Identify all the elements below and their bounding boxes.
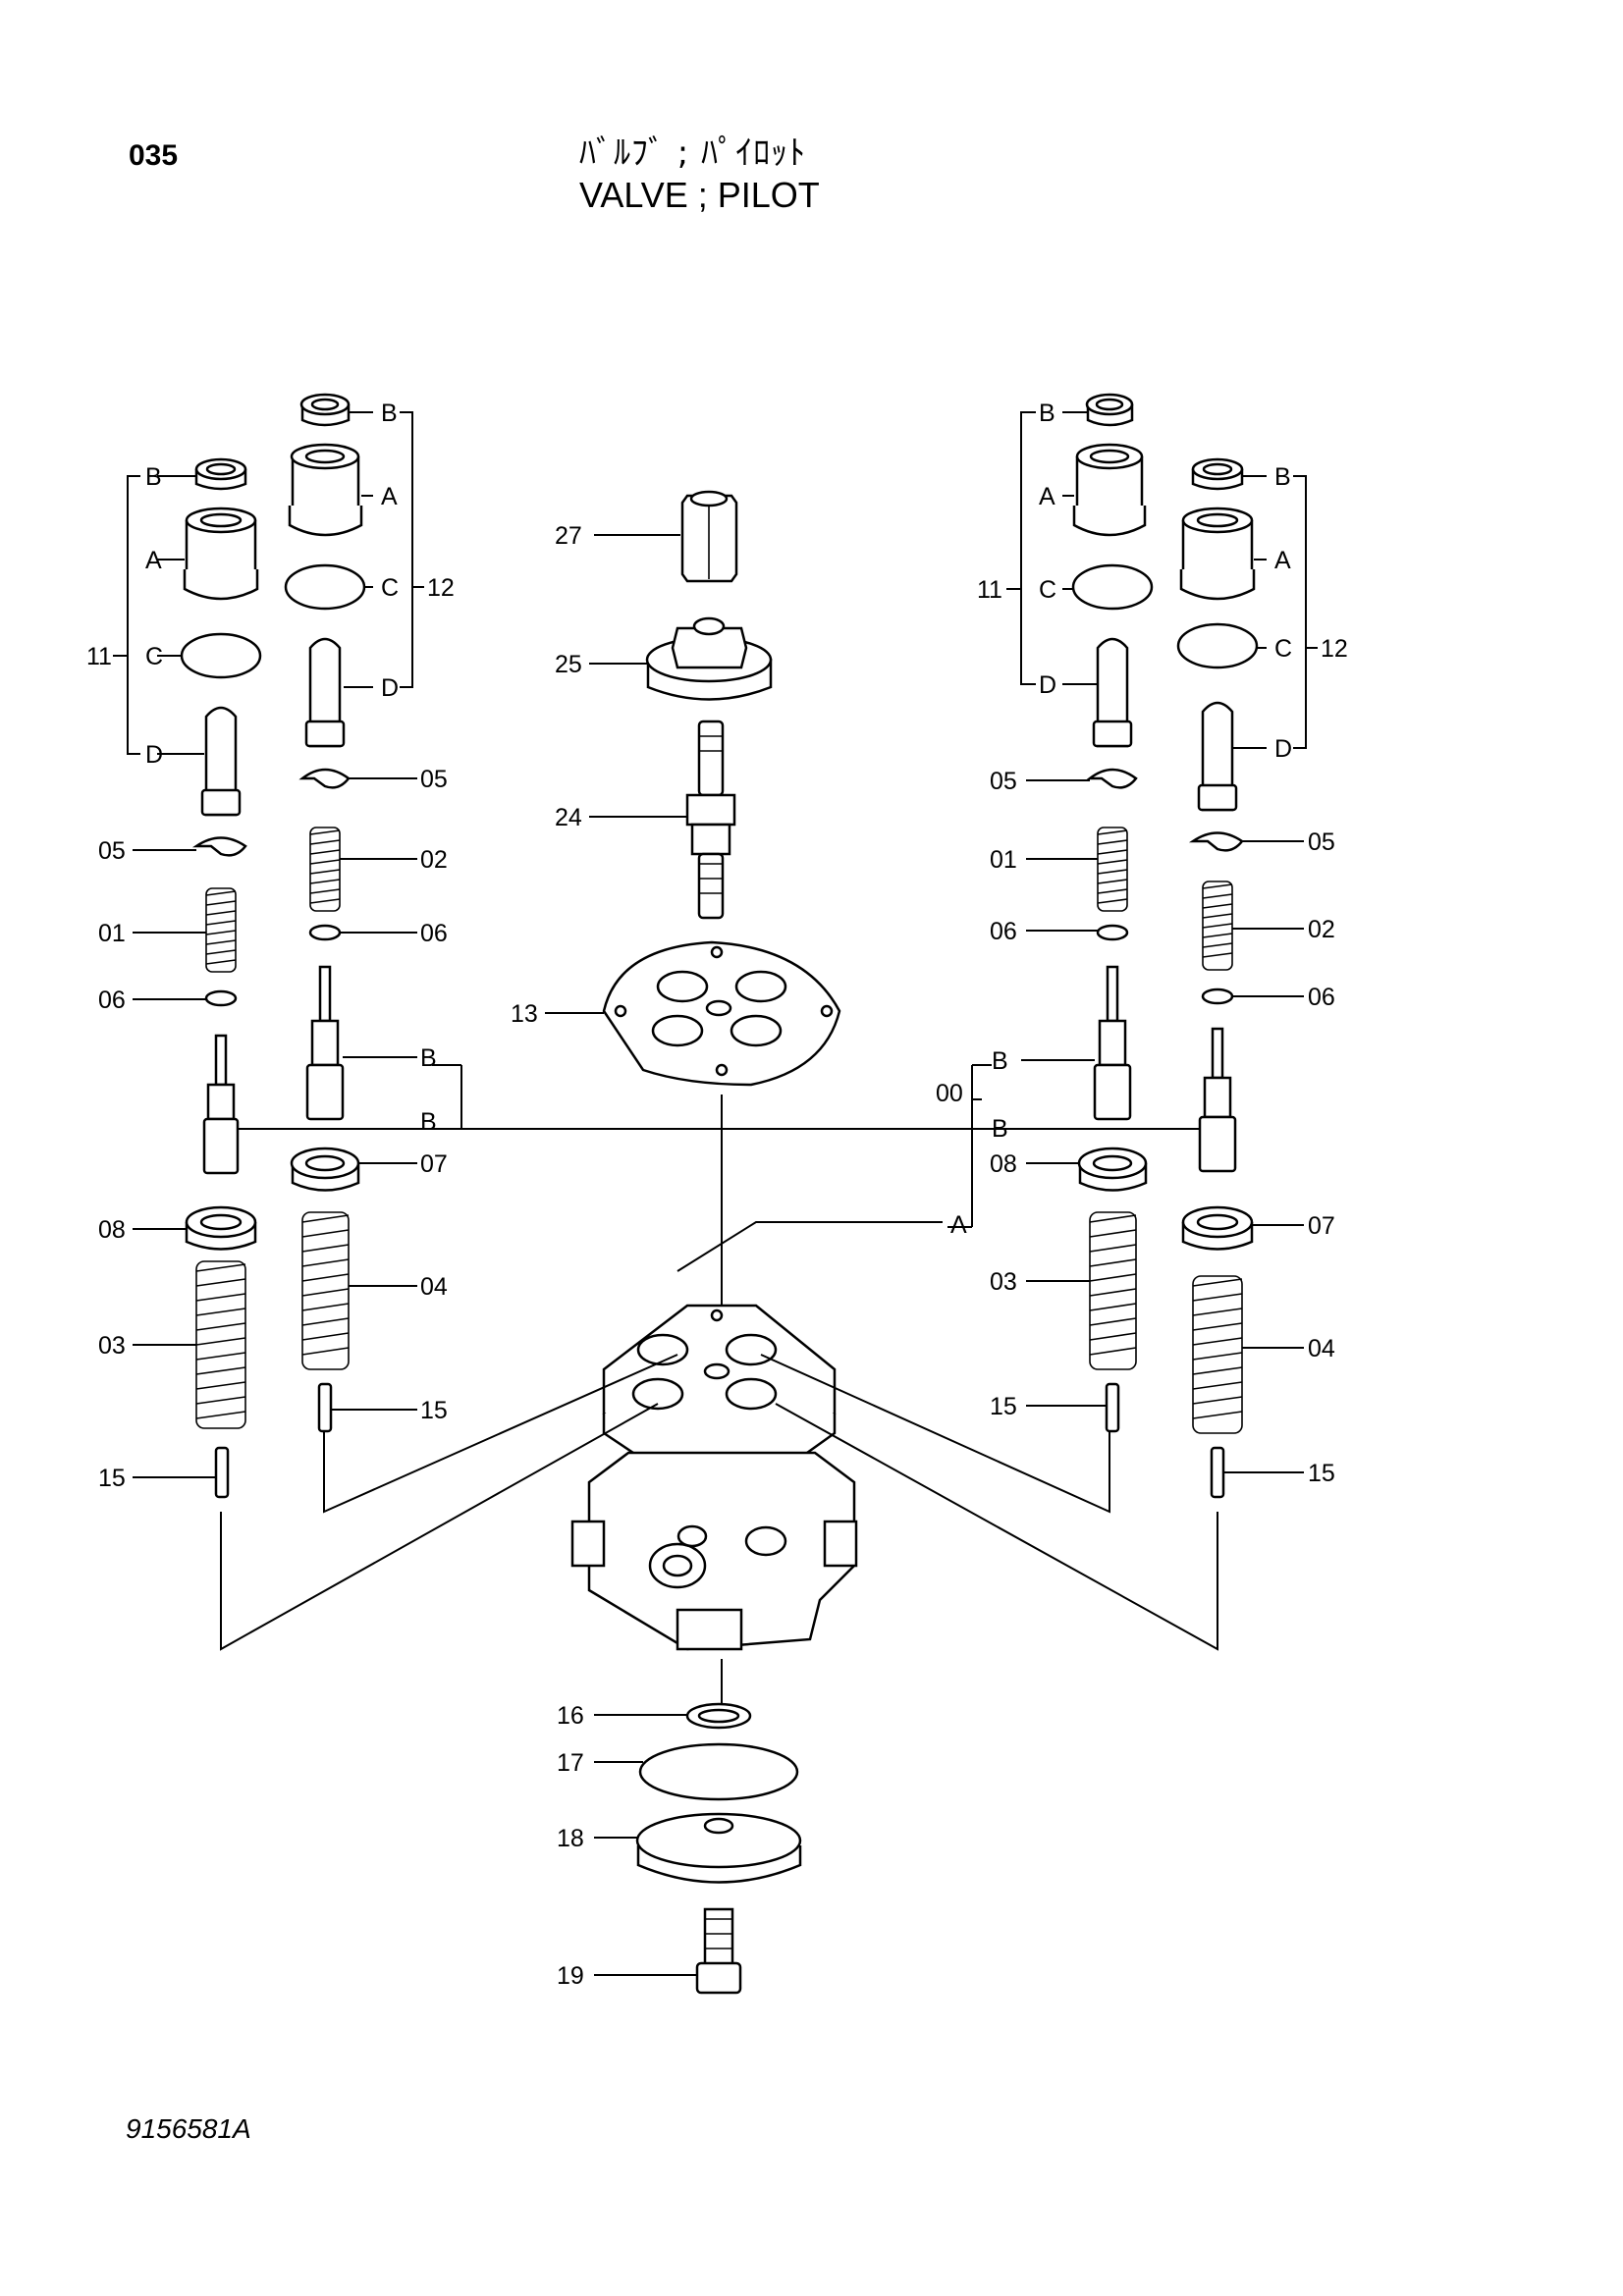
callout-27: 27 xyxy=(555,522,582,550)
part-17-o-ring xyxy=(638,1742,799,1801)
ro-b: B xyxy=(1274,463,1291,491)
lo-d: D xyxy=(145,741,163,769)
ro-04: 04 xyxy=(1308,1335,1335,1362)
ri-a: A xyxy=(1039,483,1055,510)
part-13-plate xyxy=(602,940,841,1087)
callout-00: 00 xyxy=(936,1080,963,1107)
lo-a: A xyxy=(145,547,162,574)
lo-06: 06 xyxy=(98,987,126,1014)
ro-02: 02 xyxy=(1308,916,1335,943)
part-16-seal xyxy=(685,1702,752,1730)
callout-24: 24 xyxy=(555,804,582,831)
li-06: 06 xyxy=(420,920,448,947)
ro-06: 06 xyxy=(1308,984,1335,1011)
li-b: B xyxy=(381,400,398,427)
lo-05: 05 xyxy=(98,837,126,865)
lo-03: 03 xyxy=(98,1332,126,1360)
li-c: C xyxy=(381,574,399,602)
pilot-valve-body xyxy=(570,1304,858,1651)
callout-16: 16 xyxy=(557,1702,584,1730)
li-07: 07 xyxy=(420,1150,448,1178)
ro-15: 15 xyxy=(1308,1460,1335,1487)
callout-19: 19 xyxy=(557,1962,584,1990)
drawing-number: 9156581A xyxy=(126,2113,251,2144)
callout-13: 13 xyxy=(511,1000,538,1028)
title-english: VALVE ; PILOT xyxy=(579,175,820,215)
li-group-12: 12 xyxy=(427,574,455,602)
li-04: 04 xyxy=(420,1273,448,1301)
li-b-spool: B xyxy=(420,1044,437,1072)
left-inner-column xyxy=(284,393,366,1433)
ri-03: 03 xyxy=(990,1268,1017,1296)
assembly-lines xyxy=(220,1064,1218,1651)
callout-body-a: A xyxy=(950,1211,967,1239)
ri-06: 06 xyxy=(990,918,1017,945)
lo-group-11: 11 xyxy=(86,643,112,670)
right-outer-column xyxy=(1176,457,1259,1499)
right-shared-b: B xyxy=(992,1115,1008,1143)
li-15: 15 xyxy=(420,1397,448,1424)
ri-c: C xyxy=(1039,576,1056,604)
ri-08: 08 xyxy=(990,1150,1017,1178)
li-05: 05 xyxy=(420,766,448,793)
lo-15: 15 xyxy=(98,1465,126,1492)
ro-05: 05 xyxy=(1308,828,1335,856)
lo-c: C xyxy=(145,643,163,670)
lo-b: B xyxy=(145,463,162,491)
callout-18: 18 xyxy=(557,1825,584,1852)
lo-08: 08 xyxy=(98,1216,126,1244)
ri-d: D xyxy=(1039,671,1056,699)
page-number: 035 xyxy=(129,139,179,172)
li-d: D xyxy=(381,674,399,702)
ro-group-12: 12 xyxy=(1321,635,1348,663)
li-02: 02 xyxy=(420,846,448,874)
ri-15: 15 xyxy=(990,1393,1017,1420)
part-24-joint-shaft xyxy=(685,720,736,920)
left-outer-column xyxy=(180,457,262,1499)
ro-07: 07 xyxy=(1308,1212,1335,1240)
right-inner-column xyxy=(1071,393,1154,1433)
ri-01: 01 xyxy=(990,846,1017,874)
title-japanese: ﾊﾞﾙﾌﾞ ; ﾊﾟｲﾛｯﾄ xyxy=(579,133,807,173)
ri-group-11: 11 xyxy=(977,576,1002,604)
ro-c: C xyxy=(1274,635,1292,663)
part-25-flange-nut xyxy=(645,616,773,701)
li-a: A xyxy=(381,483,398,510)
ri-b: B xyxy=(1039,400,1055,427)
lo-01: 01 xyxy=(98,920,126,947)
part-19-bolt xyxy=(695,1907,742,1995)
left-shared-b: B xyxy=(420,1108,437,1136)
ri-b-spool: B xyxy=(992,1047,1008,1075)
ro-a: A xyxy=(1274,547,1291,574)
ri-05: 05 xyxy=(990,768,1017,795)
callout-17: 17 xyxy=(557,1749,584,1777)
part-18-cap xyxy=(635,1812,802,1884)
ro-d: D xyxy=(1274,735,1292,763)
callout-25: 25 xyxy=(555,651,582,678)
part-27-coupling-nut xyxy=(680,490,738,583)
